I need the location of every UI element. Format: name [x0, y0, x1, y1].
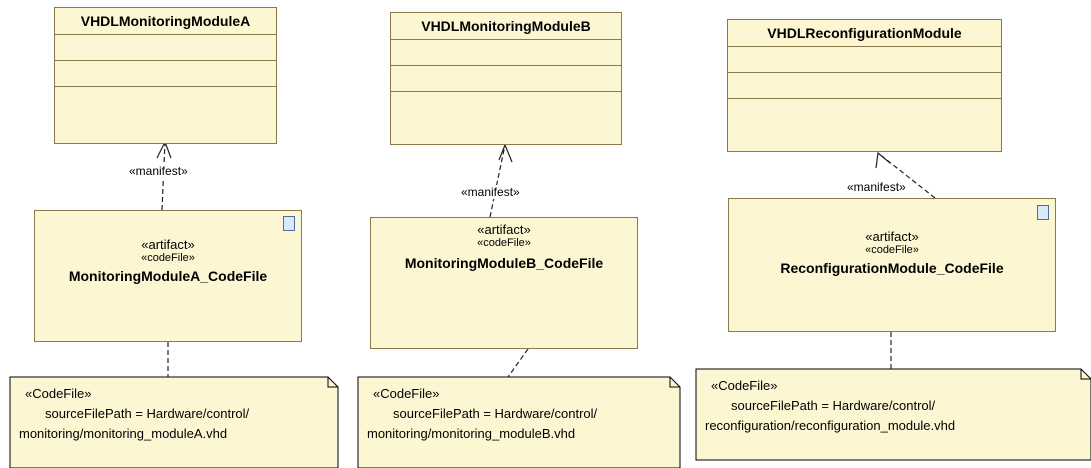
attributes-compartment	[391, 40, 621, 66]
attributes-compartment	[728, 47, 1001, 73]
note-link-b	[507, 348, 529, 378]
artifact-name: MonitoringModuleB_CodeFile	[404, 255, 604, 271]
note-outline-c	[695, 368, 1091, 461]
note-codefile-a[interactable]: «CodeFile» sourceFilePath = Hardware/con…	[11, 378, 337, 468]
manifest-label-a: «manifest»	[128, 164, 189, 178]
artifact-name: MonitoringModuleA_CodeFile	[68, 268, 268, 284]
artifact-stereotype: «artifact»	[141, 237, 195, 252]
note-outline-a	[9, 376, 339, 468]
note-title: «CodeFile»	[711, 378, 778, 393]
document-icon	[283, 216, 295, 231]
operations-compartment	[391, 66, 621, 92]
manifest-line-b	[489, 144, 506, 218]
note-title: «CodeFile»	[373, 386, 440, 401]
note-source-path-cont: monitoring/monitoring_moduleA.vhd	[19, 426, 228, 441]
note-source-path: sourceFilePath = Hardware/control/	[393, 406, 598, 421]
manifest-label-b: «manifest»	[460, 185, 521, 199]
class-monitoring-module-a[interactable]: VHDLMonitoringModuleA	[54, 7, 277, 144]
note-source-path: sourceFilePath = Hardware/control/	[45, 406, 250, 421]
class-name: VHDLMonitoringModuleA	[55, 8, 276, 35]
codefile-stereotype: «codeFile»	[477, 237, 531, 249]
operations-compartment	[728, 73, 1001, 99]
attributes-compartment	[55, 35, 276, 61]
artifact-monitoring-module-b[interactable]: «artifact» «codeFile» MonitoringModuleB_…	[370, 217, 638, 349]
manifest-label-c: «manifest»	[846, 180, 907, 194]
note-source-path-cont: reconfiguration/reconfiguration_module.v…	[705, 418, 956, 433]
arrowhead-a	[156, 140, 172, 159]
document-icon	[1037, 205, 1049, 220]
class-reconfiguration-module[interactable]: VHDLReconfigurationModule	[727, 19, 1002, 152]
artifact-reconfiguration-module[interactable]: «artifact» «codeFile» ReconfigurationMod…	[728, 198, 1056, 332]
class-monitoring-module-b[interactable]: VHDLMonitoringModuleB	[390, 12, 622, 145]
class-name: VHDLMonitoringModuleB	[391, 13, 621, 40]
codefile-stereotype: «codeFile»	[865, 244, 919, 256]
artifact-monitoring-module-a[interactable]: «artifact» «codeFile» MonitoringModuleA_…	[34, 210, 302, 342]
artifact-stereotype: «artifact»	[865, 229, 919, 244]
operations-compartment	[55, 61, 276, 87]
note-codefile-c[interactable]: «CodeFile» sourceFilePath = Hardware/con…	[697, 370, 1089, 460]
codefile-stereotype: «codeFile»	[141, 252, 195, 264]
arrowhead-c	[875, 151, 891, 169]
note-source-path-cont: monitoring/monitoring_moduleB.vhd	[367, 426, 576, 441]
note-title: «CodeFile»	[25, 386, 92, 401]
artifact-stereotype: «artifact»	[477, 222, 531, 237]
note-source-path: sourceFilePath = Hardware/control/	[731, 398, 936, 413]
arrowhead-b	[498, 143, 513, 163]
class-name: VHDLReconfigurationModule	[728, 20, 1001, 47]
artifact-name: ReconfigurationModule_CodeFile	[780, 260, 1004, 276]
note-codefile-b[interactable]: «CodeFile» sourceFilePath = Hardware/con…	[359, 378, 679, 468]
note-outline-b	[357, 376, 681, 468]
